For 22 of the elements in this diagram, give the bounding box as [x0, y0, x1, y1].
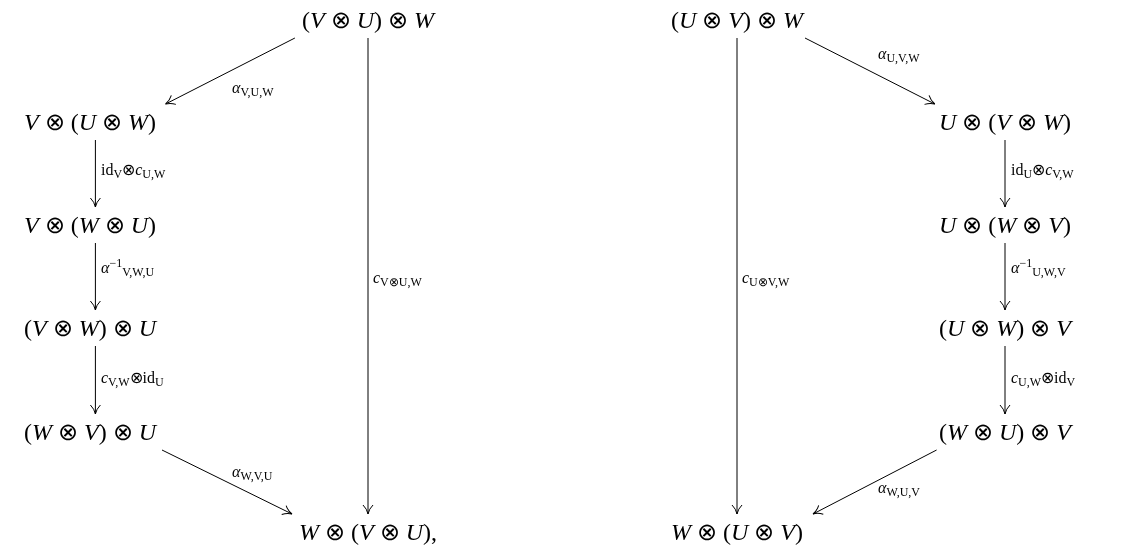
edge-label: c$_{U,W}$⊗id$_{V}$: [1011, 368, 1076, 388]
edge-label: c$_{V⊗U,W}$: [373, 268, 422, 288]
math-expression: (V ⊗ U) ⊗ W: [302, 8, 434, 32]
math-expression: (W ⊗ U) ⊗ V: [939, 420, 1071, 444]
math-expression: (U ⊗ V) ⊗ W: [671, 8, 803, 32]
math-expression: W ⊗ (U ⊗ V): [671, 520, 803, 544]
edge-label: id$_{U}$⊗c$_{V,W}$: [1011, 160, 1074, 180]
math-expression: (W ⊗ V) ⊗ U: [24, 420, 156, 444]
edge-label: α$_{W,V,U}$: [232, 462, 273, 482]
edge-label: id$_{V}$⊗c$_{U,W}$: [101, 160, 166, 180]
edge-label: c$_{U⊗V,W}$: [742, 268, 790, 288]
edge-label: c$_{V,W}$⊗id$_{U}$: [101, 368, 164, 388]
edge-label: α$_{W,U,V}$: [878, 478, 920, 498]
math-expression: V ⊗ (W ⊗ U): [24, 213, 156, 237]
math-expression: (U ⊗ W) ⊗ V: [939, 316, 1071, 340]
edge-label: α$_{V,U,W}$: [232, 78, 274, 98]
edge-label: α$_{U,V,W}$: [878, 44, 920, 64]
math-expression: V ⊗ (U ⊗ W): [24, 110, 156, 134]
math-expression: U ⊗ (V ⊗ W): [939, 110, 1071, 134]
math-expression: (V ⊗ W) ⊗ U: [24, 316, 156, 340]
math-expression: U ⊗ (W ⊗ V): [939, 213, 1071, 237]
math-expression: W ⊗ (V ⊗ U),: [299, 520, 437, 544]
